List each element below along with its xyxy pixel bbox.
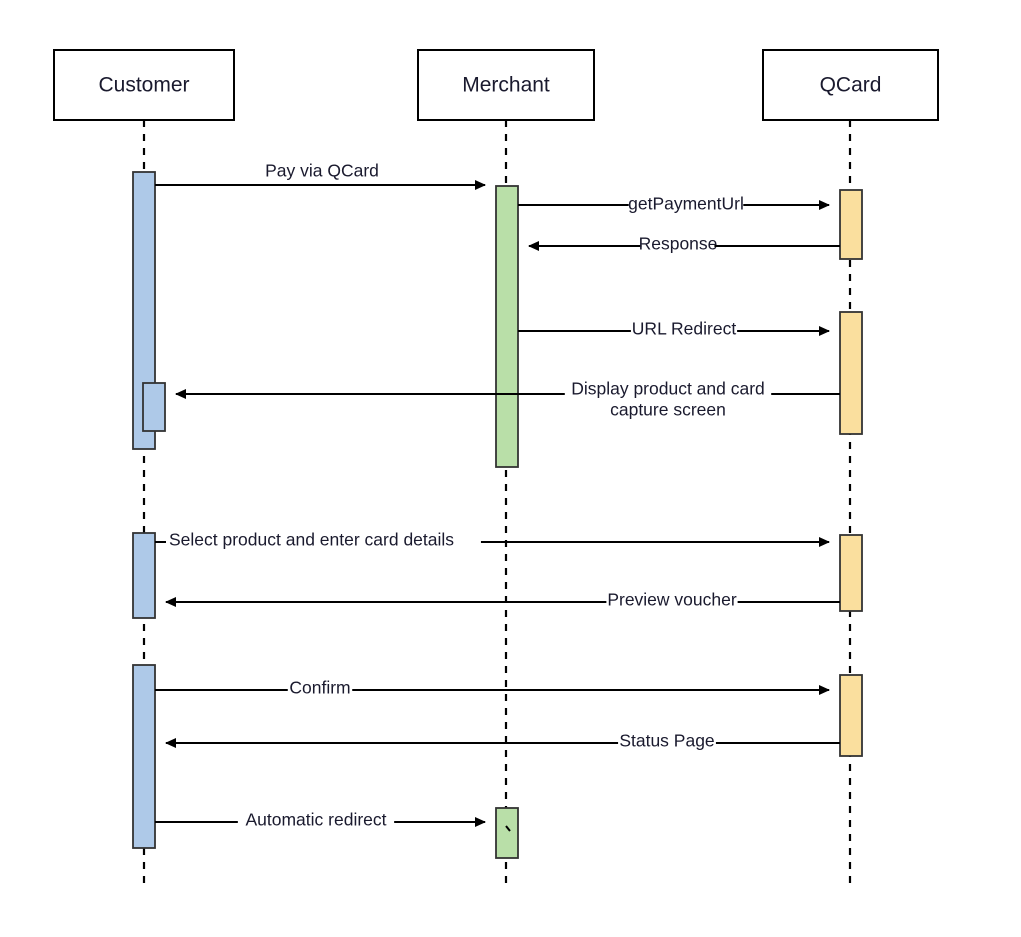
message-label: Select product and enter card details bbox=[169, 530, 454, 550]
message-m4: URL Redirect bbox=[518, 319, 830, 341]
message-label: Status Page bbox=[619, 731, 714, 751]
message-m2: getPaymentUrl bbox=[518, 194, 830, 216]
participant-box-frame bbox=[762, 49, 939, 121]
message-label-backdrop bbox=[606, 590, 738, 612]
activation-bar-qcard bbox=[839, 189, 863, 260]
message-label: capture screen bbox=[610, 400, 726, 420]
activation-bar-customer bbox=[132, 532, 156, 619]
activation-bar-merchant bbox=[495, 807, 519, 859]
message-label: getPaymentUrl bbox=[628, 194, 744, 214]
activation-bar-qcard bbox=[839, 534, 863, 612]
activation-bar-qcard bbox=[839, 674, 863, 757]
message-label-backdrop bbox=[166, 530, 481, 552]
activation-bar-qcard bbox=[839, 311, 863, 435]
message-label: Confirm bbox=[289, 678, 350, 698]
activation-bar-customer bbox=[142, 382, 166, 432]
participant-box-frame bbox=[417, 49, 595, 121]
message-m8: Confirm bbox=[155, 678, 830, 700]
message-label: Pay via QCard bbox=[265, 161, 379, 181]
participant-customer[interactable]: Customer bbox=[53, 49, 235, 121]
message-label-backdrop bbox=[618, 731, 716, 753]
message-label-backdrop bbox=[237, 810, 395, 832]
message-m3: Response bbox=[528, 234, 840, 256]
marks-layer bbox=[505, 825, 511, 832]
participant-box-frame bbox=[53, 49, 235, 121]
message-label: Response bbox=[639, 234, 718, 254]
activation-bar-customer bbox=[132, 171, 156, 450]
message-m7: Preview voucher bbox=[165, 590, 840, 612]
message-label-backdrop bbox=[564, 379, 772, 401]
activation-bar-customer bbox=[132, 664, 156, 849]
message-label-backdrop bbox=[287, 678, 353, 700]
message-label: Automatic redirect bbox=[245, 810, 386, 830]
message-m9: Status Page bbox=[165, 731, 840, 753]
participant-merchant[interactable]: Merchant bbox=[417, 49, 595, 121]
message-label: Display product and card bbox=[571, 379, 765, 399]
merchant-end-tick bbox=[505, 825, 511, 832]
message-label: URL Redirect bbox=[632, 319, 737, 339]
participant-label: QCard bbox=[820, 74, 882, 97]
message-label-backdrop bbox=[641, 234, 715, 256]
message-m10: Automatic redirect bbox=[155, 810, 486, 832]
message-label: Preview voucher bbox=[607, 590, 737, 610]
participant-label: Customer bbox=[98, 74, 189, 97]
message-label-backdrop bbox=[264, 161, 380, 183]
message-m6: Select product and enter card details bbox=[155, 530, 830, 552]
participant-label: Merchant bbox=[462, 74, 550, 97]
message-label-backdrop bbox=[628, 194, 744, 216]
participants-layer: Customer Merchant QCard bbox=[53, 49, 939, 121]
participant-qcard[interactable]: QCard bbox=[762, 49, 939, 121]
activations-layer bbox=[132, 171, 863, 859]
message-label-backdrop bbox=[630, 319, 738, 341]
message-m1: Pay via QCard bbox=[155, 161, 486, 190]
activation-bar-merchant bbox=[495, 185, 519, 468]
